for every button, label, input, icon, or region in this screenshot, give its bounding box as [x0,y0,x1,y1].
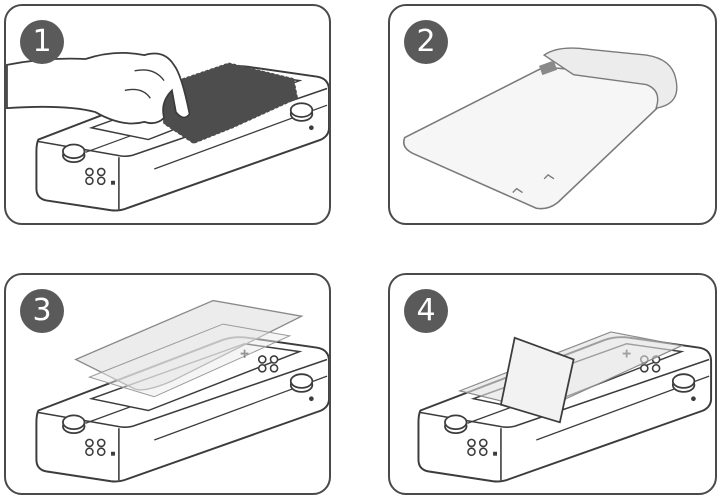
step-3-panel: 3 [4,273,331,495]
smoothing-card [499,336,575,424]
step-2-panel: 2 [388,4,717,225]
peel-tab [539,60,558,76]
align-protector-illustration [35,299,329,483]
screen-protector [402,66,677,210]
step-1-panel: 1 [4,4,331,225]
film-peel-illustration [402,47,678,210]
cleaning-cloth [153,62,299,145]
step-4-panel: 4 [388,273,717,495]
console-illustration [6,52,329,212]
step-number-badge: 4 [404,289,448,333]
card-smooth-illustration [417,331,713,483]
step-number-badge: 2 [404,20,448,64]
backing-film [542,47,678,109]
step-number-badge: 3 [20,289,64,333]
step-number-badge: 1 [20,20,64,64]
hand-icon [6,52,191,125]
